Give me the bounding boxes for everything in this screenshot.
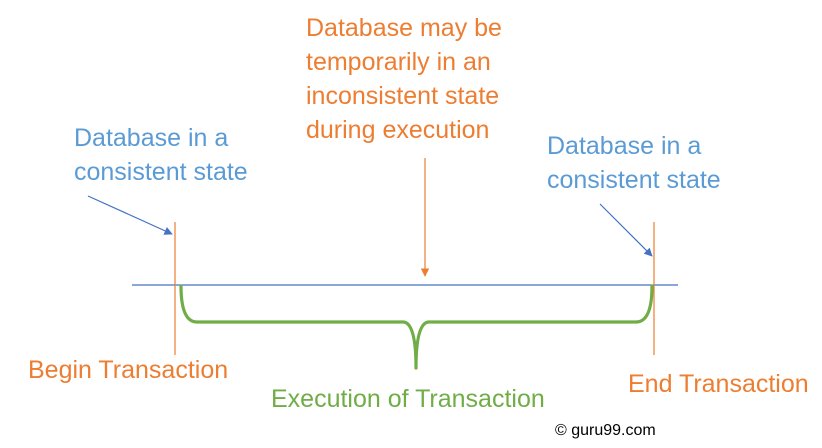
- left-state-line-1: Database in a: [74, 124, 229, 152]
- note-line-4: during execution: [306, 116, 490, 144]
- inconsistent-state-note: Database may be temporarily in an incons…: [306, 11, 502, 147]
- right-state-line-1: Database in a: [547, 132, 702, 160]
- right-state-line-2: consistent state: [547, 166, 721, 194]
- end-transaction-label: End Transaction: [628, 370, 809, 398]
- copyright-notice: © guru99.com: [555, 422, 656, 439]
- left-consistent-state-label: Database in a consistent state: [74, 121, 248, 189]
- note-line-3: inconsistent state: [306, 82, 500, 110]
- note-line-1: Database may be: [306, 14, 502, 42]
- right-consistent-state-label: Database in a consistent state: [547, 129, 721, 197]
- right-state-arrow: [599, 203, 653, 257]
- left-state-line-2: consistent state: [74, 158, 248, 186]
- execution-brace: [179, 284, 654, 370]
- begin-transaction-label: Begin Transaction: [28, 356, 229, 384]
- note-line-2: temporarily in an: [306, 48, 491, 76]
- execution-of-transaction-label: Execution of Transaction: [271, 385, 545, 413]
- left-state-arrow: [87, 195, 173, 235]
